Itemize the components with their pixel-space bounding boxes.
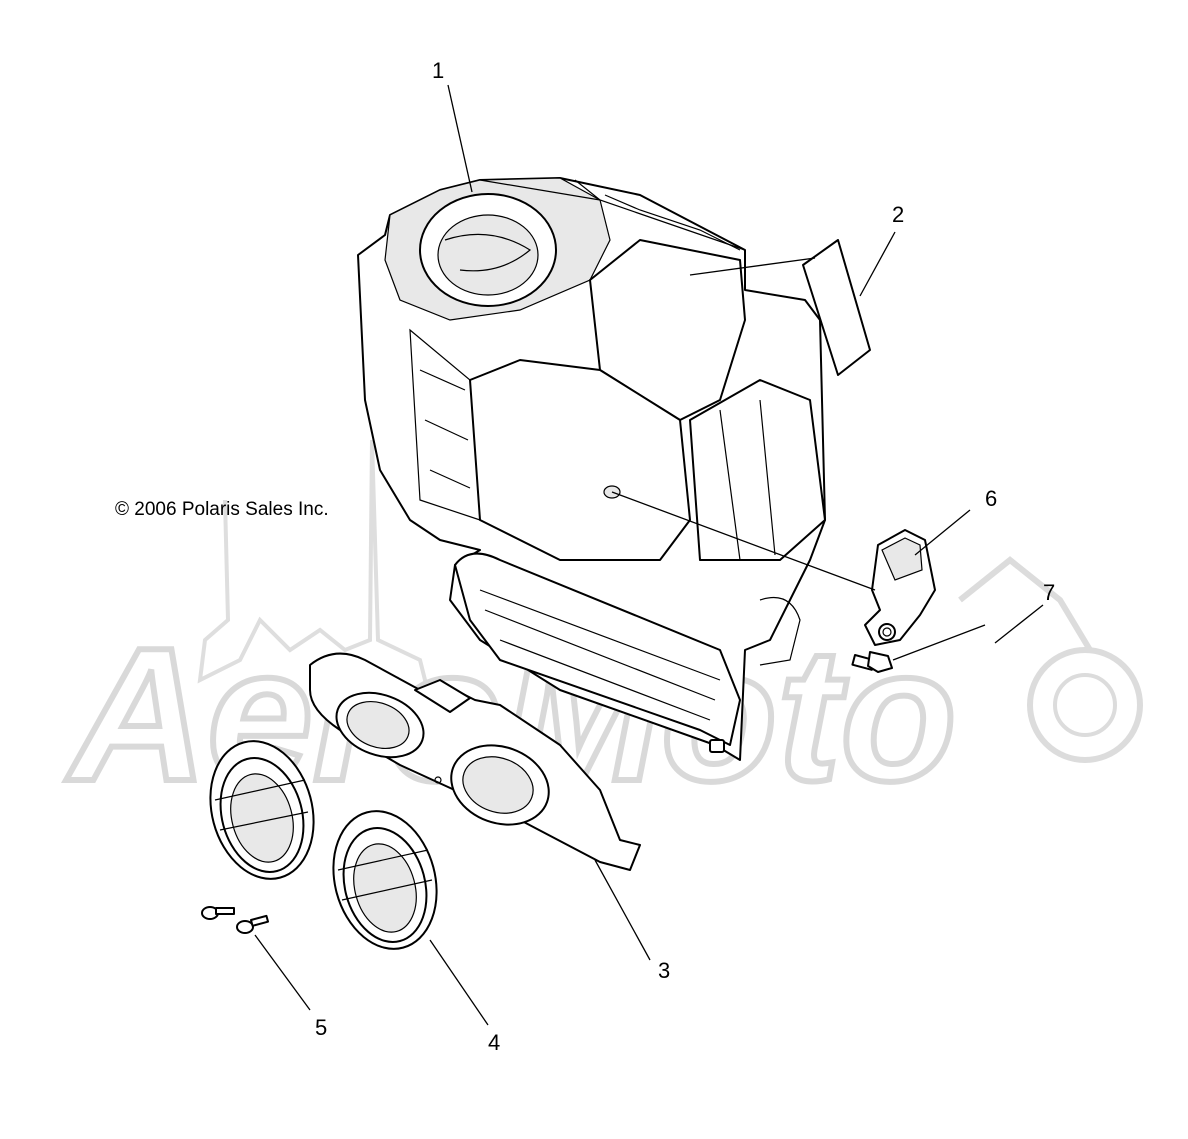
callout-3: 3 (658, 958, 670, 983)
sensor-bracket-part-6 (864, 529, 936, 646)
callout-7: 7 (1043, 580, 1055, 605)
bolt-part-7 (851, 651, 893, 673)
callout-2: 2 (892, 202, 904, 227)
callout-1: 1 (432, 58, 444, 83)
intake-boot-left (209, 740, 315, 880)
copyright-notice: © 2006 Polaris Sales Inc. (115, 499, 329, 520)
callout-5: 5 (315, 1015, 327, 1040)
callouts: 1 2 3 4 5 6 7 (315, 58, 1055, 1055)
intake-boot-part-4 (332, 810, 438, 950)
decal-label-part-2 (802, 239, 871, 376)
callout-6: 6 (985, 486, 997, 511)
screws-part-5 (201, 906, 270, 934)
callout-4: 4 (488, 1030, 500, 1055)
leader-lines (254, 84, 1044, 1026)
airbox-housing-part-1 (357, 177, 826, 761)
gasket-plate-part-3 (309, 652, 641, 871)
